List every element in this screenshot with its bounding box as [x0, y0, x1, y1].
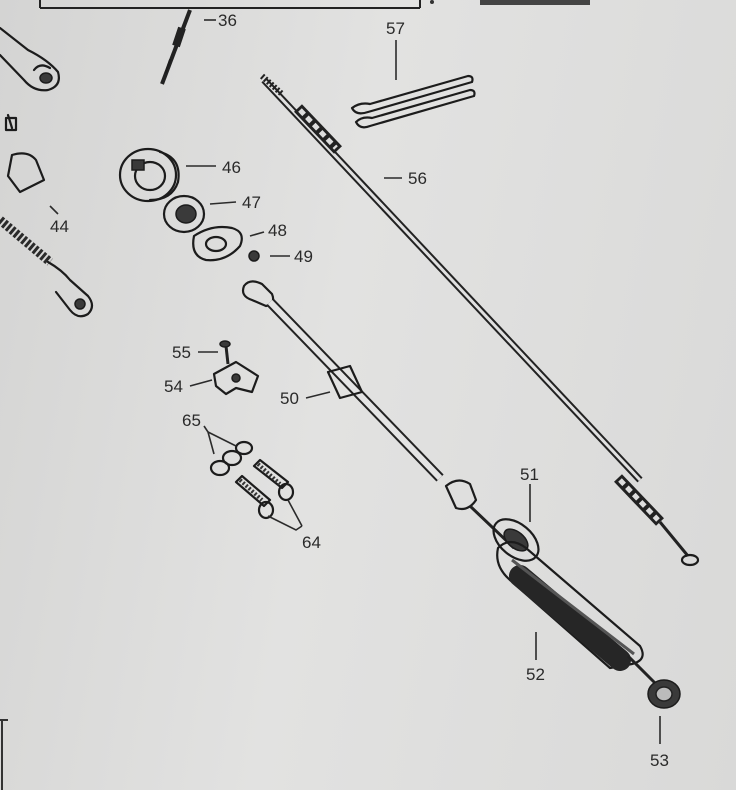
- callout-50: 50: [280, 389, 299, 408]
- leader-lines: [49, 19, 661, 744]
- callout-64: 64: [302, 533, 321, 552]
- callout-36: 36: [218, 11, 237, 30]
- part-65-washers: [209, 440, 254, 477]
- top-border: [39, 0, 590, 9]
- part-52-grip: [496, 540, 644, 671]
- callout-44: 44: [50, 217, 69, 236]
- callout-53: 53: [650, 751, 669, 770]
- part-46-housing: [118, 147, 180, 203]
- callout-52: 52: [526, 665, 545, 684]
- part-57-wires: [350, 74, 476, 129]
- part-36-pin: [160, 9, 192, 85]
- callout-56: 56: [408, 169, 427, 188]
- left-partial-cable: [0, 216, 94, 318]
- callout-46: 46: [222, 158, 241, 177]
- part-54-clamp: [212, 360, 260, 396]
- callout-49: 49: [294, 247, 313, 266]
- callout-47: 47: [242, 193, 261, 212]
- callout-65: 65: [182, 411, 201, 430]
- callout-54: 54: [164, 377, 183, 396]
- part-56-cable: [259, 73, 700, 567]
- callout-55: 55: [172, 343, 191, 362]
- callout-57: 57: [386, 19, 405, 38]
- left-edge-box: [0, 719, 8, 790]
- callout-48: 48: [268, 221, 287, 240]
- part-53-knob: [626, 654, 681, 709]
- part-50-shaft: [241, 280, 516, 550]
- left-partial-lever: [0, 26, 60, 194]
- part-49-ball: [248, 250, 260, 262]
- part-47-bearing: [162, 194, 206, 234]
- part-64-bolts: [234, 458, 295, 520]
- callout-51: 51: [520, 465, 539, 484]
- part-51-ring: [492, 518, 540, 562]
- part-55-screw: [219, 340, 231, 365]
- part-48-plate: [192, 225, 243, 262]
